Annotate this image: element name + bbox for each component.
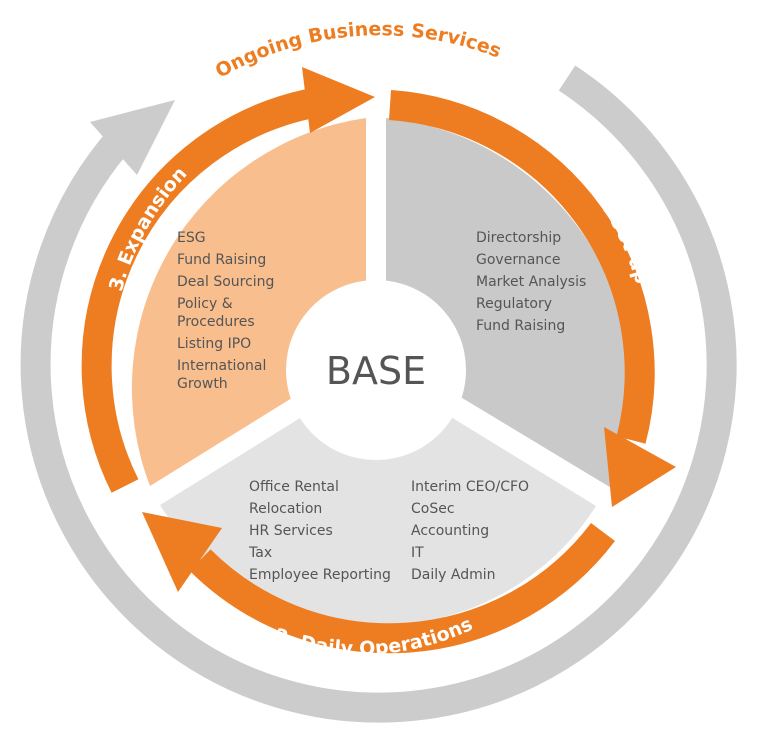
- expansion-items: ESG Fund Raising Deal Sourcing Policy & …: [177, 230, 274, 392]
- daily-item: IT: [411, 545, 424, 561]
- setup-item: Market Analysis: [476, 274, 586, 290]
- expansion-item: ESG: [177, 230, 206, 246]
- setup-items: Directorship Governance Market Analysis …: [476, 230, 586, 334]
- outer-ring-arrowhead: [90, 100, 175, 175]
- daily-items-left: Office Rental Relocation HR Services Tax…: [248, 479, 391, 583]
- outer-cycle-ring: [20, 65, 737, 723]
- daily-item: Accounting: [411, 523, 489, 539]
- setup-item: Regulatory: [476, 296, 552, 312]
- daily-items-right: Interim CEO/CFO CoSec Accounting IT Dail…: [411, 479, 529, 583]
- expansion-item: International: [177, 358, 266, 374]
- expansion-item: Procedures: [177, 314, 255, 330]
- expansion-item: Fund Raising: [177, 252, 266, 268]
- daily-operations-section: [160, 371, 596, 626]
- expansion-arrow: [81, 67, 375, 493]
- daily-item: CoSec: [411, 501, 455, 517]
- daily-item: Office Rental: [249, 479, 339, 495]
- expansion-item: Growth: [177, 376, 228, 392]
- setup-item: Directorship: [476, 230, 561, 246]
- setup-section: [386, 118, 632, 489]
- expansion-item: Deal Sourcing: [177, 274, 274, 290]
- daily-item: Employee Reporting: [249, 567, 391, 583]
- daily-item: Interim CEO/CFO: [411, 479, 529, 495]
- setup-item: Fund Raising: [476, 318, 565, 334]
- daily-item: Relocation: [249, 501, 322, 517]
- expansion-item: Listing IPO: [177, 336, 251, 352]
- daily-item: Tax: [248, 545, 272, 561]
- setup-arrow: [388, 90, 676, 507]
- daily-item: HR Services: [249, 523, 333, 539]
- expansion-section: [131, 118, 366, 486]
- expansion-item: Policy &: [177, 296, 233, 312]
- daily-operations-arrow: [142, 512, 615, 654]
- daily-item: Daily Admin: [411, 567, 496, 583]
- title-label: Ongoing Business Services: [212, 18, 504, 82]
- center-label: BASE: [326, 349, 426, 393]
- setup-item: Governance: [476, 252, 560, 268]
- center-circle: [286, 280, 466, 460]
